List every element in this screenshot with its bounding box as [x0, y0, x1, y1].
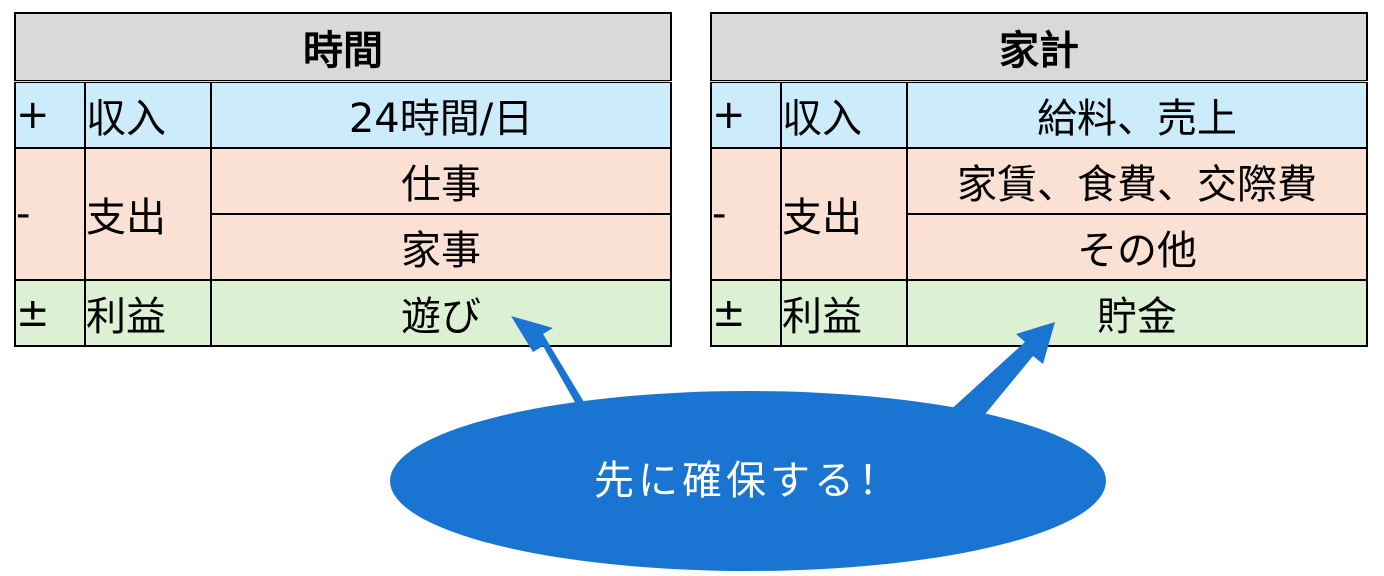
time-profit-value: 遊び	[210, 279, 672, 347]
household-income-value: 給料、売上	[906, 80, 1368, 149]
profit-sign: ±	[710, 279, 782, 347]
time-table-title: 時間	[14, 12, 672, 83]
time-table: 時間 + 収入 24時間/日 - 支出 仕事 家事 ± 利益 遊び	[14, 12, 672, 347]
income-label: 収入	[84, 80, 212, 149]
expense-sign: -	[14, 147, 86, 281]
household-table-title: 家計	[710, 12, 1368, 83]
household-table: 家計 + 収入 給料、売上 - 支出 家賃、食費、交際費 その他 ± 利益 貯金	[710, 12, 1368, 347]
time-expense-housework: 家事	[210, 213, 672, 281]
arrow-to-play	[511, 316, 612, 418]
household-expense-living: 家賃、食費、交際費	[906, 147, 1368, 215]
household-profit-value: 貯金	[906, 279, 1368, 347]
profit-label: 利益	[84, 279, 212, 347]
time-expense-work: 仕事	[210, 147, 672, 215]
expense-label: 支出	[84, 147, 212, 281]
profit-sign: ±	[14, 279, 86, 347]
income-sign: +	[710, 80, 782, 149]
arrow-to-savings	[946, 322, 1055, 430]
income-label: 収入	[780, 80, 908, 149]
expense-label: 支出	[780, 147, 908, 281]
callout-bubble	[390, 391, 1106, 571]
income-sign: +	[14, 80, 86, 149]
time-income-value: 24時間/日	[210, 80, 672, 149]
callout-text: 先に確保する！	[594, 458, 902, 504]
household-expense-other: その他	[906, 213, 1368, 281]
expense-sign: -	[710, 147, 782, 281]
profit-label: 利益	[780, 279, 908, 347]
